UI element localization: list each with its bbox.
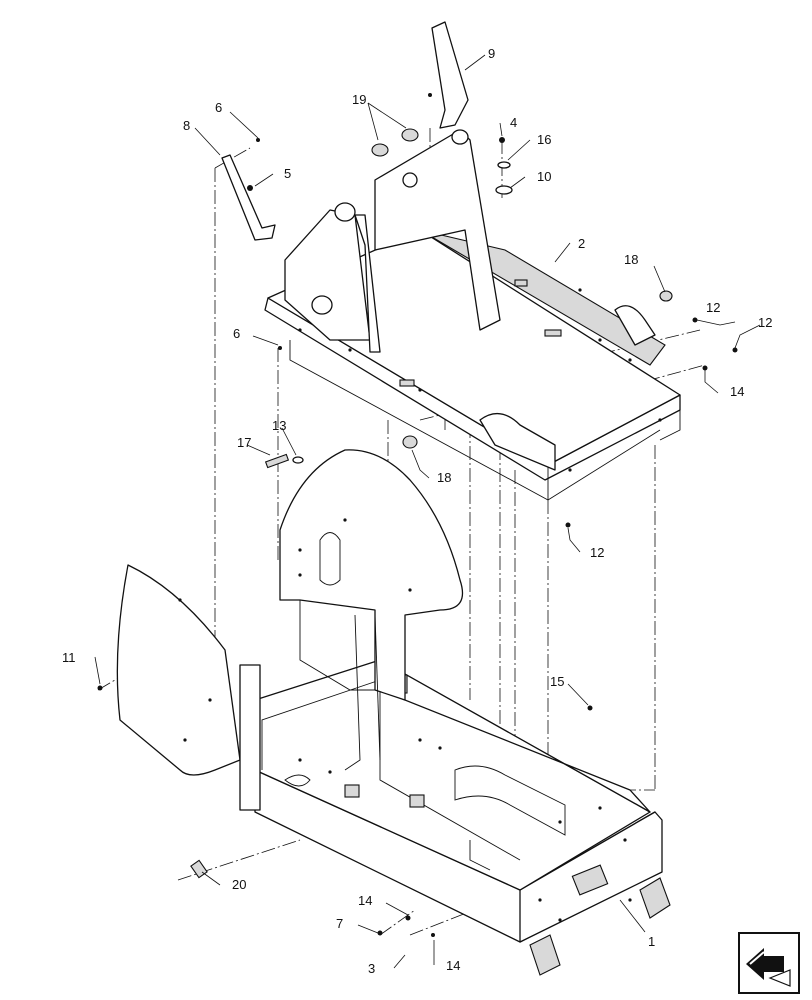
callout-9: 9	[488, 46, 495, 61]
callout-5: 5	[284, 166, 291, 181]
callout-18a: 18	[624, 252, 638, 267]
next-page-arrow-icon[interactable]	[738, 932, 800, 994]
callout-12b: 12	[758, 315, 772, 330]
callout-8: 8	[183, 118, 190, 133]
loose-parts	[97, 21, 738, 937]
callout-14c: 14	[446, 958, 460, 973]
callout-12a: 12	[706, 300, 720, 315]
leader-lines	[94, 54, 761, 969]
callout-14a: 14	[730, 384, 744, 399]
callout-2: 2	[578, 236, 585, 251]
callout-15: 15	[550, 674, 564, 689]
callout-labels: 1 2 3 4 5 6 6 7 8 9 10 11 12 12 12 13 14…	[62, 46, 772, 976]
side-shield	[116, 564, 261, 811]
callout-6a: 6	[215, 100, 222, 115]
callout-6b: 6	[233, 326, 240, 341]
callout-13: 13	[272, 418, 286, 433]
callout-10: 10	[537, 169, 551, 184]
callout-1: 1	[648, 934, 655, 949]
callout-12c: 12	[590, 545, 604, 560]
callout-20: 20	[232, 877, 246, 892]
lower-frame	[254, 659, 671, 976]
callout-4: 4	[510, 115, 517, 130]
callout-17: 17	[237, 435, 251, 450]
callout-16: 16	[537, 132, 551, 147]
callout-11: 11	[62, 650, 76, 665]
callout-3: 3	[368, 961, 375, 976]
callout-19: 19	[352, 92, 366, 107]
callout-18b: 18	[437, 470, 451, 485]
callout-14b: 14	[358, 893, 372, 908]
arrow-glyph	[746, 948, 791, 987]
callout-7: 7	[336, 916, 343, 931]
upper-frame	[264, 129, 681, 501]
seat-support-panel	[279, 449, 464, 771]
